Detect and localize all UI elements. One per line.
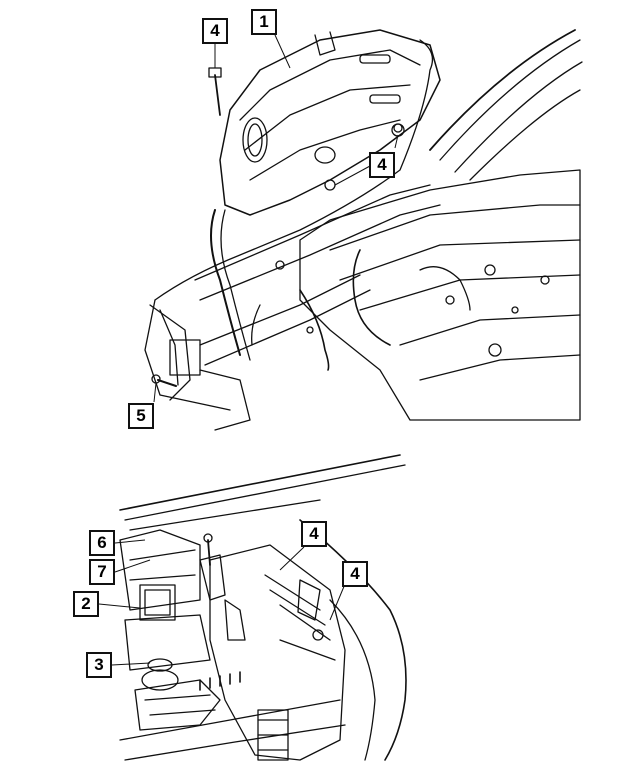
callout-7: 7 bbox=[89, 559, 115, 585]
callout-4-lower-right: 4 bbox=[342, 561, 368, 587]
callout-1: 1 bbox=[251, 9, 277, 35]
callout-6: 6 bbox=[89, 530, 115, 556]
callout-3: 3 bbox=[86, 652, 112, 678]
callout-5: 5 bbox=[128, 403, 154, 429]
callout-4-right: 4 bbox=[369, 152, 395, 178]
callout-4-top: 4 bbox=[202, 18, 228, 44]
callout-4-lower-left: 4 bbox=[301, 521, 327, 547]
callout-2: 2 bbox=[73, 591, 99, 617]
